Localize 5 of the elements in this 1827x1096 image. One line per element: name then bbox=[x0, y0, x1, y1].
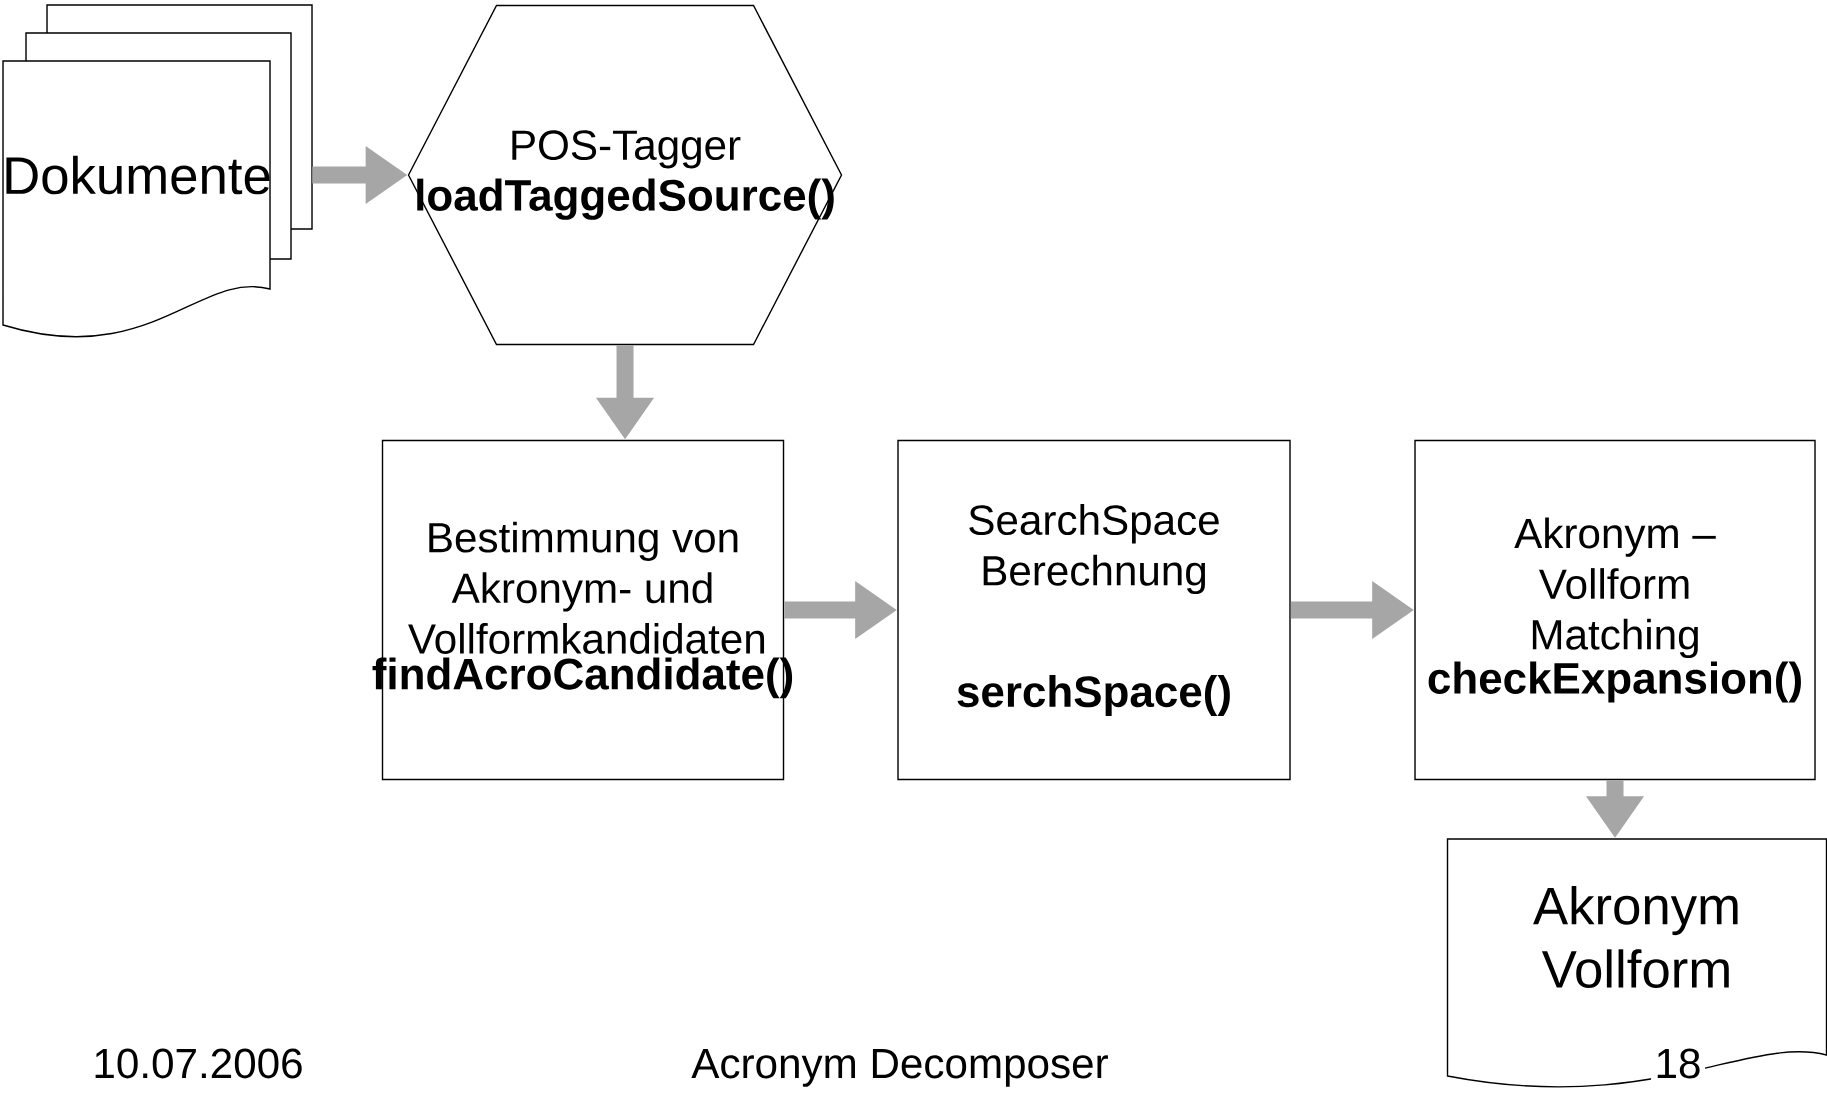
process-box: SearchSpace Berechnung serchSpace() bbox=[897, 439, 1291, 781]
process-box: Akronym – Vollform Matching checkExpansion() bbox=[1414, 439, 1816, 781]
footer-title: Acronym Decomposer bbox=[687, 1045, 1113, 1091]
page-number: 18 bbox=[1651, 1045, 1705, 1082]
date-text: 10.07.2006 bbox=[88, 1045, 308, 1082]
